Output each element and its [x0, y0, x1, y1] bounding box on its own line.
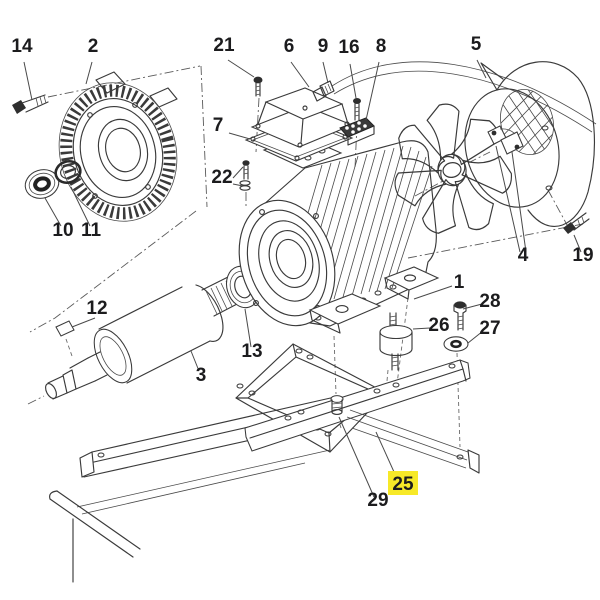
seal-ring-part — [54, 159, 82, 185]
callout-22[interactable]: 22 — [211, 167, 232, 188]
callout-21[interactable]: 21 — [213, 35, 235, 56]
callout-1[interactable]: 1 — [454, 272, 465, 293]
callout-25-highlighted[interactable]: 25 — [392, 474, 414, 495]
terminal-block-part — [339, 117, 375, 146]
callout-29[interactable]: 29 — [367, 490, 388, 511]
screw-22-part — [239, 160, 251, 191]
callout-2[interactable]: 2 — [88, 36, 99, 57]
fan-part — [389, 100, 513, 239]
rotor-shaft-part — [45, 276, 241, 400]
motor-body-part — [238, 135, 440, 334]
callout-10[interactable]: 10 — [52, 220, 73, 241]
screw-21-part — [253, 76, 263, 97]
screw-28-part — [453, 301, 467, 331]
bolt-19-part — [563, 212, 590, 234]
callout-25-highlight — [388, 471, 418, 495]
callout-27[interactable]: 27 — [479, 318, 500, 339]
front-bearing-part — [24, 169, 60, 199]
stud-part — [330, 395, 344, 415]
cable-gland-part — [312, 61, 597, 133]
callout-26[interactable]: 26 — [428, 315, 449, 336]
end-shield-part — [58, 71, 178, 222]
callout-12[interactable]: 12 — [86, 298, 107, 319]
screw-16-part — [353, 98, 361, 121]
callout-6[interactable]: 6 — [284, 36, 295, 57]
bolt-14-part — [12, 94, 49, 114]
fan-cover-part — [464, 61, 595, 227]
callout-14[interactable]: 14 — [11, 36, 33, 57]
callout-8[interactable]: 8 — [376, 36, 387, 57]
callout-19[interactable]: 19 — [572, 245, 593, 266]
stand-frame — [49, 343, 480, 583]
leader-lines — [23, 59, 582, 498]
washer-part — [443, 336, 469, 352]
callout-labels: 14 2 21 6 9 16 8 5 7 22 10 11 12 3 13 4 … — [11, 34, 593, 511]
callout-11[interactable]: 11 — [81, 220, 102, 241]
callout-3[interactable]: 3 — [196, 365, 207, 386]
clamp-part — [487, 125, 524, 155]
callout-9[interactable]: 9 — [318, 36, 329, 57]
vibration-mount-part — [379, 312, 413, 371]
callout-16[interactable]: 16 — [338, 37, 359, 58]
callout-4[interactable]: 4 — [518, 245, 529, 266]
callout-13[interactable]: 13 — [241, 341, 262, 362]
key-part — [55, 320, 75, 337]
callout-7[interactable]: 7 — [213, 115, 224, 136]
callout-5[interactable]: 5 — [471, 34, 482, 55]
callout-28[interactable]: 28 — [479, 291, 500, 312]
